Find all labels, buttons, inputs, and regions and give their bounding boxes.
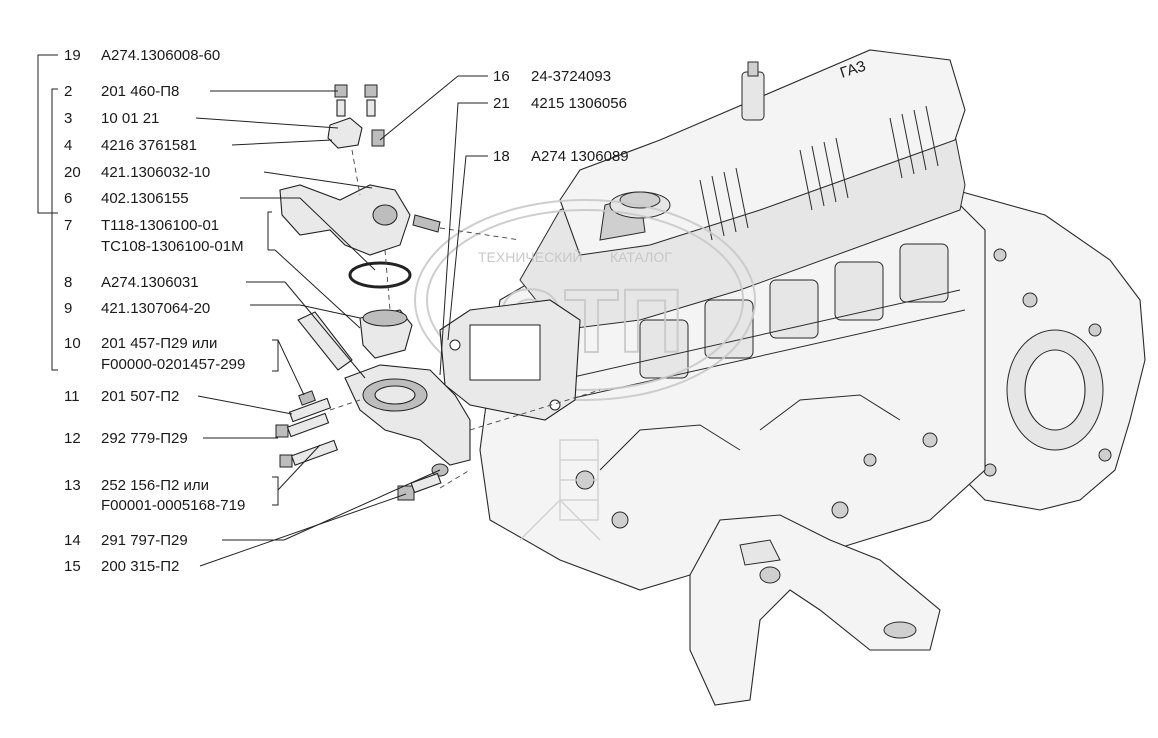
- callout-num: 13: [64, 477, 81, 494]
- callout-code: 252 156-П2 или: [101, 477, 209, 494]
- callout-num: 7: [64, 217, 72, 234]
- washer-3: [371, 129, 385, 147]
- callout-list-left: 19 А274.1306008-60 2 201 460-П8 3 10 01 …: [64, 47, 245, 575]
- callout-num: 11: [64, 388, 80, 405]
- callout-code: 201 460-П8: [101, 83, 179, 100]
- callout-code: 292 779-П29: [101, 430, 188, 447]
- callout-code: 201 507-П2: [101, 388, 179, 405]
- callout-num: 18: [493, 148, 510, 165]
- callout-list-right: 16 24-3724093 21 4215 1306056 18 А274 13…: [493, 68, 629, 165]
- callout-code: А274.1306008-60: [101, 47, 220, 64]
- callout-num: 6: [64, 190, 72, 207]
- callout-num: 8: [64, 274, 72, 291]
- head-ports: [639, 243, 949, 379]
- callout-code: 421.1306032-10: [101, 164, 210, 181]
- callout-code-line2: F00000-0201457-299: [101, 356, 245, 373]
- callout-code-line2: ТС108-1306100-01М: [101, 238, 244, 255]
- callout-code: 4216 3761581: [101, 137, 197, 154]
- leader-lines: [37, 54, 488, 567]
- callout-num: 3: [64, 110, 72, 127]
- pipe-9: [297, 311, 353, 371]
- callout-num: 20: [64, 164, 81, 181]
- callout-code: Т118-1306100-01: [101, 217, 219, 234]
- callout-code: А274.1306031: [101, 274, 199, 291]
- callout-num: 4: [64, 137, 72, 154]
- seal-ring-6: [348, 261, 412, 289]
- exploded-parts: [275, 84, 601, 501]
- callout-num: 9: [64, 300, 72, 317]
- callout-code: 10 01 21: [101, 110, 159, 127]
- callout-code: 291 797-П29: [101, 532, 188, 549]
- callout-code: А274 1306089: [531, 148, 629, 165]
- callout-code: 421.1307064-20: [101, 300, 210, 317]
- callout-code: 4215 1306056: [531, 95, 627, 112]
- callout-num: 16: [493, 68, 510, 85]
- bolt-2b: [364, 84, 378, 98]
- callout-code: 201 457-П29 или: [101, 335, 217, 352]
- callout-num: 19: [64, 47, 81, 64]
- callout-num: 2: [64, 83, 72, 100]
- housing-cover-20: [279, 184, 411, 256]
- callout-code: 402.1306155: [101, 190, 189, 207]
- sensor-16: [412, 214, 441, 233]
- watermark-right-text: КАТАЛОГ: [610, 249, 672, 265]
- callout-num: 21: [493, 95, 510, 112]
- watermark-top-text: ТЕХНИЧЕСКИЙ: [478, 248, 582, 265]
- callout-code: 24-3724093: [531, 68, 611, 85]
- callout-num: 15: [64, 558, 81, 575]
- engine-block: ГАЗ: [479, 49, 1146, 706]
- callout-code-line2: F00001-0005168-719: [101, 497, 245, 514]
- callout-code: 200 315-П2: [101, 558, 179, 575]
- callout-num: 10: [64, 335, 81, 352]
- clip-4: [327, 117, 363, 149]
- callout-num: 12: [64, 430, 81, 447]
- callout-num: 14: [64, 532, 81, 549]
